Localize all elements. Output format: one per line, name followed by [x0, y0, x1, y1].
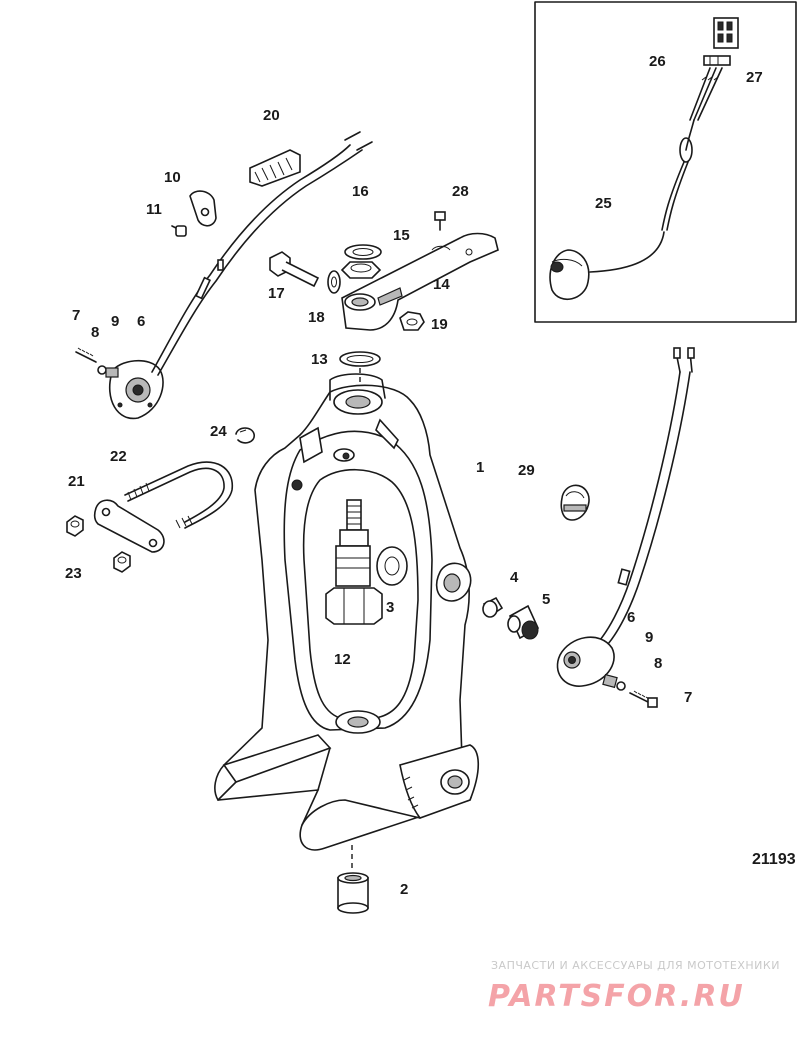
part-4-bushing: [482, 596, 504, 618]
callout-26: 26: [649, 53, 666, 70]
callout-16: 16: [352, 183, 369, 200]
part-11-screw: [171, 225, 187, 237]
part-22-u-bolt: [124, 461, 233, 529]
part-17-bolt: [269, 251, 320, 288]
callout-28: 28: [452, 183, 469, 200]
callout-7-left: 7: [72, 307, 80, 324]
callout-18: 18: [308, 309, 325, 326]
part-8-washer-left: [97, 365, 107, 375]
part-10-bracket: [189, 190, 217, 227]
part-12-shaft: [325, 499, 383, 625]
part-6-sensor-left: [108, 131, 373, 420]
part-18-washer: [327, 270, 341, 294]
callout-2: 2: [400, 881, 408, 898]
part-7-screw-right: [629, 690, 658, 708]
part-28-screw: [434, 211, 446, 231]
part-19-nut: [399, 311, 425, 331]
part-25-harness: [549, 67, 723, 301]
callout-14: 14: [433, 276, 450, 293]
callout-19: 19: [431, 316, 448, 333]
part-9-sleeve-left: [105, 367, 119, 378]
callout-24: 24: [210, 423, 227, 440]
watermark-logo: PARTSFOR.RU: [488, 979, 745, 1014]
part-26-terminals: [703, 55, 731, 66]
part-13-seal: [339, 351, 381, 367]
part-27-connector: [713, 17, 739, 49]
part-29-clamp: [560, 484, 590, 521]
callout-6-left: 6: [137, 313, 145, 330]
inset-frame: [534, 1, 797, 323]
part-8-washer-right: [616, 681, 626, 691]
callout-13: 13: [311, 351, 328, 368]
part-9-sleeve-right: [602, 673, 618, 689]
part-2-bushing: [337, 872, 369, 914]
callout-20: 20: [263, 107, 280, 124]
callout-10: 10: [164, 169, 181, 186]
diagram-reference-number: 21193: [752, 851, 796, 868]
callout-27: 27: [746, 69, 763, 86]
callout-17: 17: [268, 285, 285, 302]
part-21-plate: [93, 499, 165, 553]
part-24-clip: [235, 427, 255, 444]
callout-7-right: 7: [684, 689, 692, 706]
part-23-nuts: [66, 515, 131, 573]
callout-6-right: 6: [627, 609, 635, 626]
callout-15: 15: [393, 227, 410, 244]
part-20-clip: [249, 149, 301, 187]
callout-labels: 1 2 3 4 5 6 6 7 7 8 8 9 9 10 11 12 13 14…: [65, 53, 763, 898]
callout-9-left: 9: [111, 313, 119, 330]
callout-8-right: 8: [654, 655, 662, 672]
callout-23: 23: [65, 565, 82, 582]
callout-4: 4: [510, 569, 519, 586]
part-14-steering-arm: [341, 232, 499, 331]
callout-21: 21: [68, 473, 85, 490]
part-15-washer: [344, 244, 382, 260]
callout-29: 29: [518, 462, 535, 479]
callout-8-left: 8: [91, 324, 99, 341]
callout-11: 11: [146, 201, 162, 218]
callout-25: 25: [595, 195, 612, 212]
watermark-tagline: ЗАПЧАСТИ И АКСЕССУАРЫ ДЛЯ МОТОТЕХНИКИ: [491, 959, 780, 972]
inset-box: [534, 1, 797, 323]
part-6-sensor-right: [556, 347, 695, 687]
callout-3: 3: [386, 599, 394, 616]
callout-22: 22: [110, 448, 127, 465]
part-5-bushing: [507, 604, 540, 640]
callout-9-right: 9: [645, 629, 653, 646]
callout-12: 12: [334, 651, 351, 668]
callout-1: 1: [476, 459, 484, 476]
part-3-washer: [376, 546, 408, 586]
callout-5: 5: [542, 591, 550, 608]
part-16-nut: [340, 261, 382, 279]
part-7-screw-left: [75, 347, 97, 363]
